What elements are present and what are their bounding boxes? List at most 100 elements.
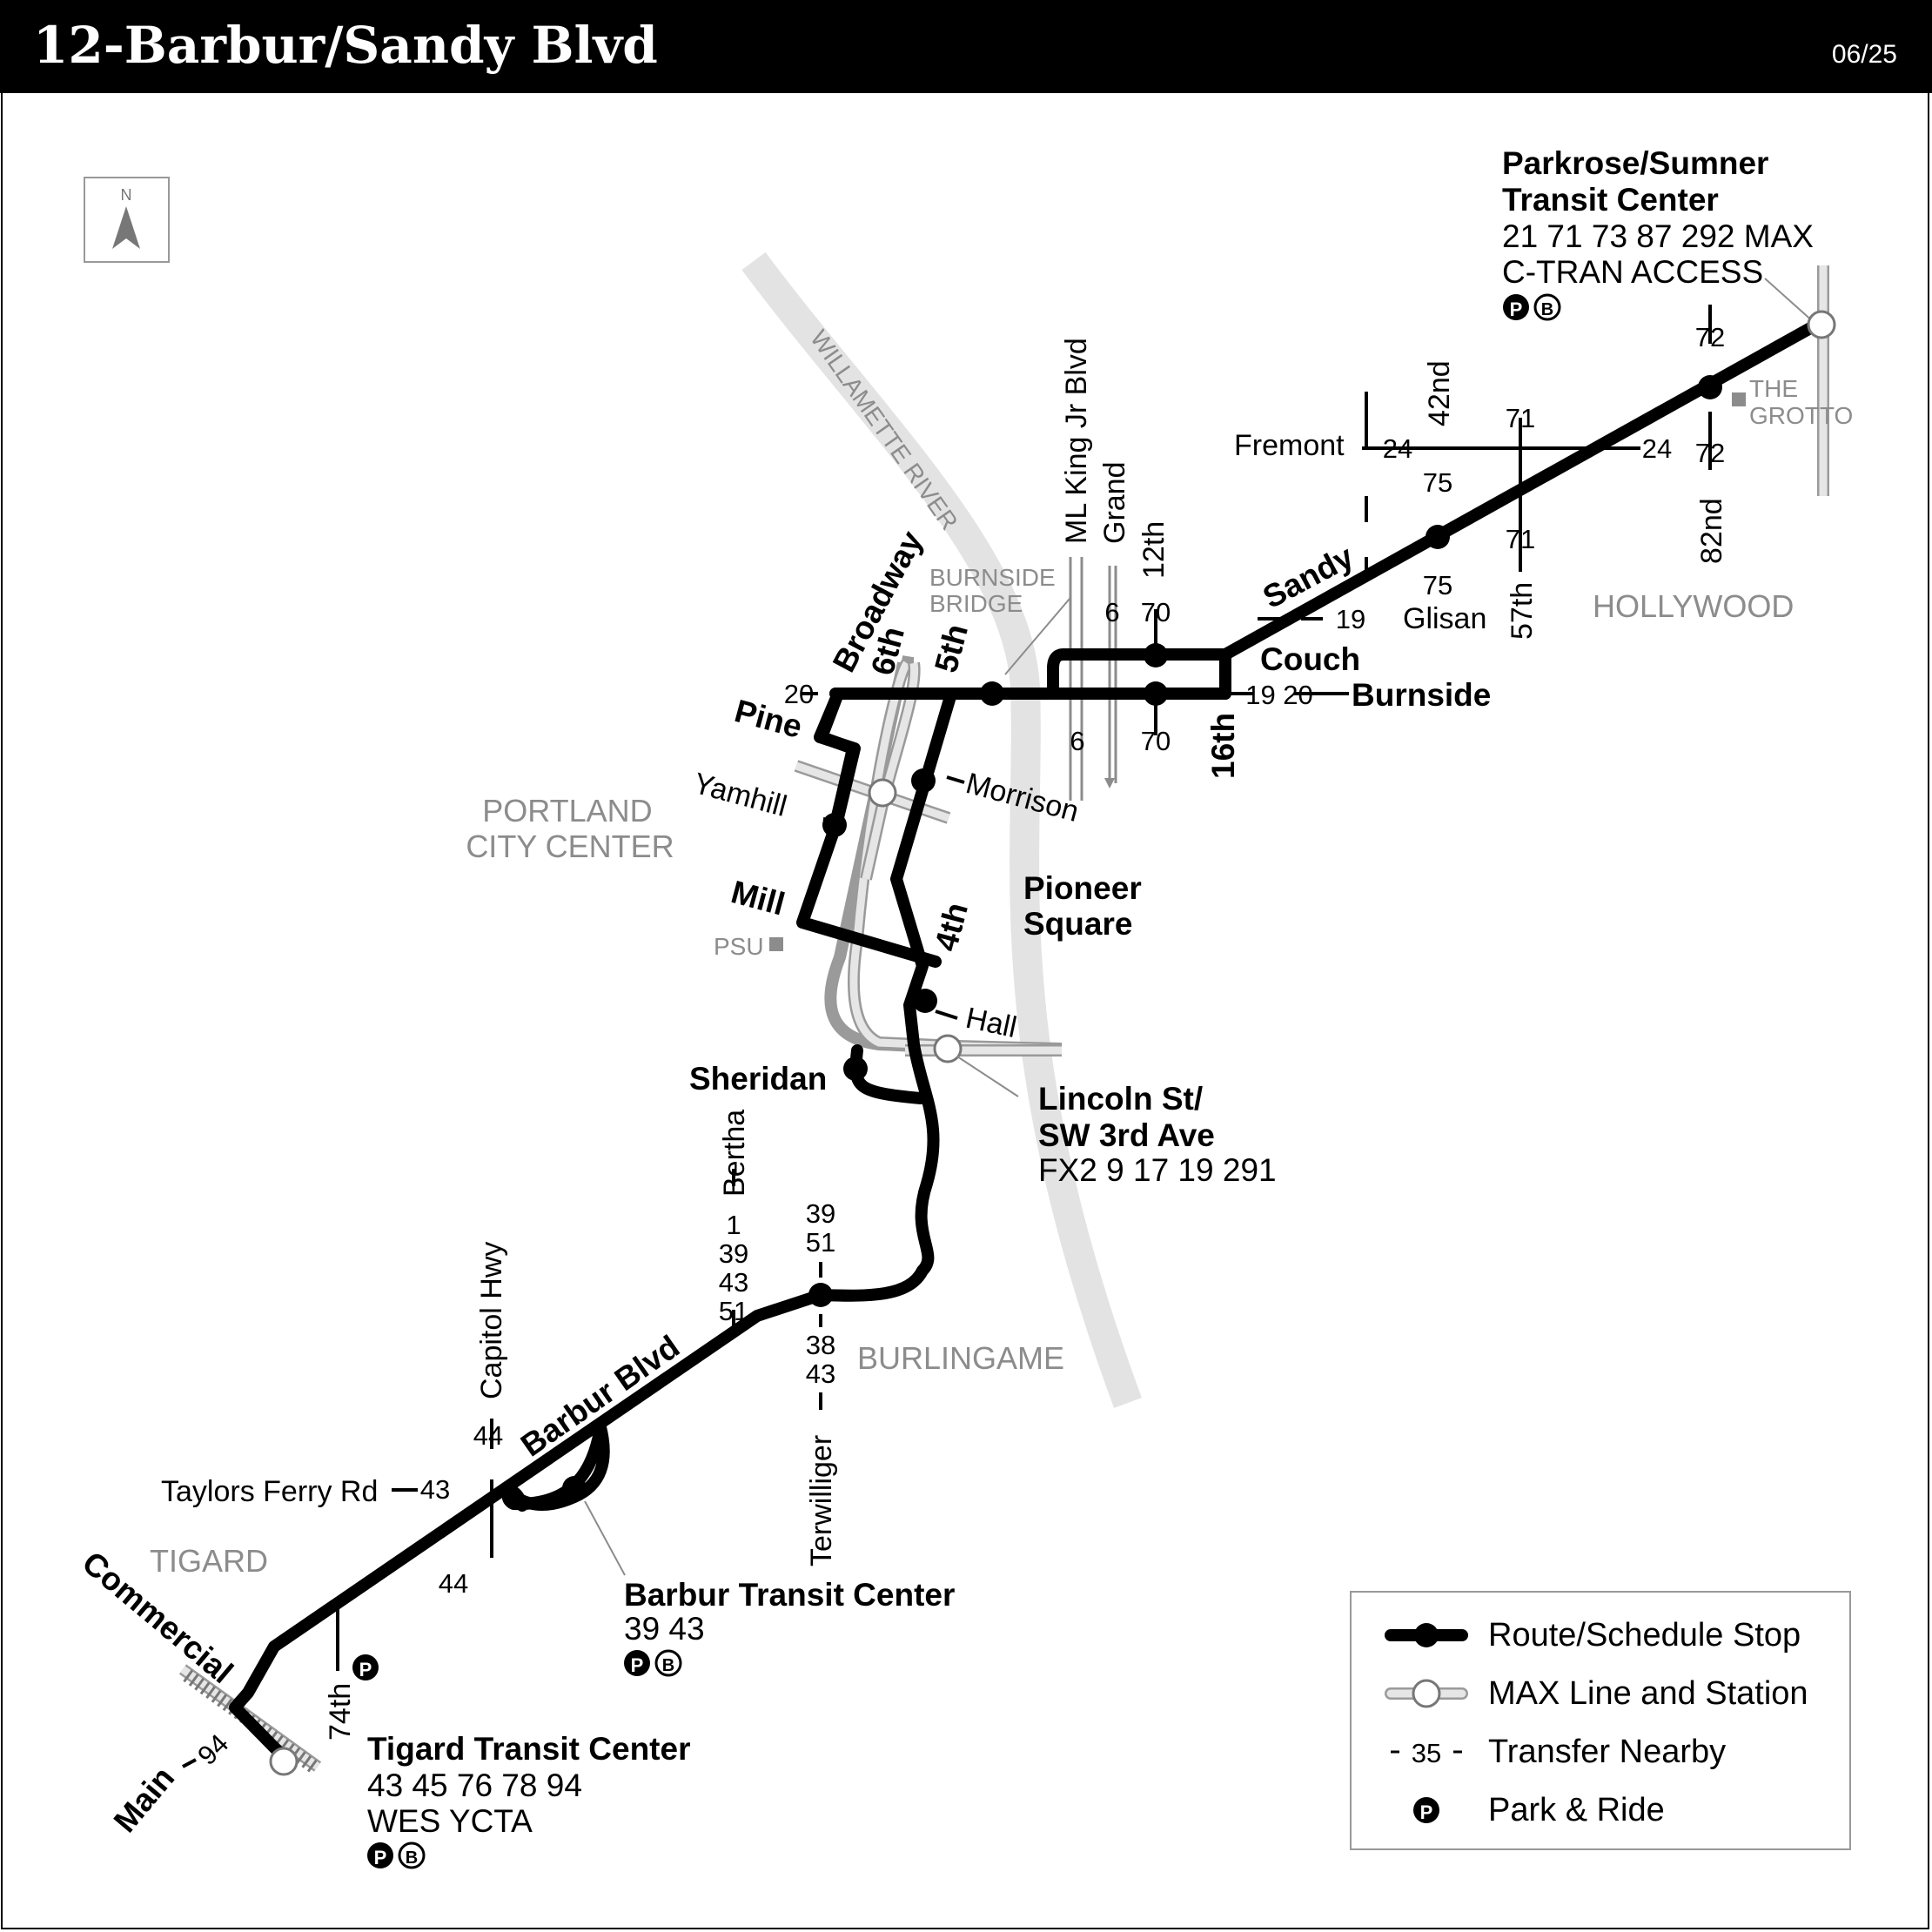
station-parkrose-label: Parkrose/Sumner Transit Center 21 71 73 … — [1502, 145, 1814, 321]
xfer-72b: 72 — [1695, 438, 1725, 468]
xfer-75b: 75 — [1423, 570, 1452, 600]
station-barbur-tc-label: Barbur Transit Center 39 43 P B — [584, 1500, 955, 1677]
lincoln-name-1: Lincoln St/ — [1038, 1081, 1203, 1117]
stop-sheridan[interactable] — [843, 1057, 868, 1081]
stop-42nd[interactable] — [1426, 525, 1450, 549]
bridge-label-1: BURNSIDE — [929, 564, 1056, 591]
street-glisan: Glisan — [1403, 602, 1486, 635]
barbur-tc-routes: 39 43 — [624, 1611, 705, 1647]
xfer-bertha-51: 51 — [719, 1296, 748, 1326]
grotto-marker — [1732, 392, 1746, 406]
xfer-terw-43: 43 — [806, 1358, 835, 1389]
area-psu: PSU — [714, 933, 764, 960]
xfer-bertha-43: 43 — [719, 1267, 748, 1298]
xfer-24b: 24 — [1642, 433, 1672, 464]
route-title: 12-Barbur/Sandy Blvd — [33, 16, 658, 75]
psu-marker — [769, 937, 783, 951]
street-yamhill: Yamhill — [690, 767, 790, 823]
street-4th: 4th — [928, 899, 975, 955]
area-grotto-1: THE — [1749, 375, 1798, 402]
bike-parking-icon — [398, 1841, 426, 1869]
xfer-19: 19 — [1336, 604, 1365, 634]
stop-12th-couch[interactable] — [1144, 643, 1168, 667]
street-guides — [1004, 278, 1815, 801]
street-capitol: Capitol Hwy — [475, 1242, 508, 1399]
xfer-terw-39: 39 — [806, 1198, 835, 1229]
xfer-6b: 6 — [1070, 726, 1084, 756]
station-pioneer-label: Pioneer Square — [1023, 870, 1142, 942]
river-label: WILLAMETTE RIVER — [805, 325, 963, 535]
legend-route-stop: Route/Schedule Stop — [1488, 1617, 1801, 1654]
street-bertha: Bertha — [718, 1110, 751, 1197]
tigard-tc-routes-2: WES YCTA — [367, 1803, 533, 1839]
xfer-6a: 6 — [1104, 597, 1119, 627]
stop-terwilliger[interactable] — [808, 1283, 833, 1307]
xfer-70a: 70 — [1141, 597, 1171, 627]
park-ride-icon — [1503, 294, 1529, 320]
xfer-20: 20 — [784, 679, 814, 709]
map-date: 06/25 — [1831, 40, 1897, 69]
station-tigard-tc-label: Tigard Transit Center 43 45 76 78 94 WES… — [367, 1731, 690, 1869]
xfer-75a: 75 — [1423, 467, 1452, 498]
header-bar: 12-Barbur/Sandy Blvd 06/25 — [0, 0, 1932, 93]
station-pioneer[interactable] — [868, 778, 897, 808]
street-42nd: 42nd — [1423, 360, 1456, 426]
stop-yamhill[interactable] — [822, 813, 847, 837]
legend-transfer-sample: 35 — [1412, 1738, 1441, 1768]
xfer-43: 43 — [420, 1474, 450, 1505]
area-hollywood: HOLLYWOOD — [1593, 588, 1794, 624]
area-tigard: TIGARD — [150, 1543, 268, 1579]
tigard-p: P — [374, 1847, 387, 1868]
xfer-72a: 72 — [1695, 322, 1725, 352]
barbur-b: B — [662, 1656, 674, 1675]
tigard-b: B — [406, 1848, 418, 1868]
xfer-terw-51: 51 — [806, 1227, 835, 1258]
stop-morrison[interactable] — [911, 768, 936, 793]
stop-5th-burnside[interactable] — [980, 681, 1004, 706]
park-ride-icon — [624, 1650, 650, 1676]
parkrose-name-2: Transit Center — [1502, 182, 1719, 218]
stop-hall[interactable] — [913, 989, 937, 1013]
willamette-river — [741, 252, 1142, 1408]
stop-82nd[interactable] — [1698, 375, 1722, 399]
xfer-44b: 44 — [439, 1568, 468, 1599]
parkrose-routes-2: C-TRAN ACCESS — [1502, 254, 1763, 290]
lincoln-name-2: SW 3rd Ave — [1038, 1117, 1215, 1153]
station-lincoln[interactable] — [933, 1034, 963, 1063]
street-terwilliger: Terwilliger — [805, 1435, 838, 1566]
route-stops — [562, 375, 1722, 1500]
xfer-24a: 24 — [1383, 433, 1412, 464]
legend-park-ride: Park & Ride — [1488, 1792, 1665, 1828]
station-tigard[interactable] — [269, 1747, 299, 1776]
street-hall: Hall — [963, 1002, 1019, 1044]
street-grand: Grand — [1098, 462, 1131, 545]
bike-parking-icon — [654, 1649, 682, 1677]
xfer-bertha-39: 39 — [719, 1238, 748, 1269]
stop-barbur-tc[interactable] — [562, 1476, 587, 1500]
parkrose-b: B — [1541, 300, 1553, 319]
xfer-terw-38: 38 — [806, 1330, 835, 1360]
park-ride-icon — [352, 1654, 379, 1680]
street-16th: 16th — [1205, 713, 1241, 779]
parkrose-p: P — [1510, 299, 1523, 320]
map-border — [1, 93, 1929, 1929]
pioneer-name-2: Square — [1023, 906, 1132, 942]
street-fremont: Fremont — [1234, 429, 1345, 462]
tigard-tc-name: Tigard Transit Center — [367, 1731, 690, 1767]
station-parkrose[interactable] — [1807, 310, 1836, 339]
xfer-44a: 44 — [473, 1420, 503, 1451]
street-sheridan: Sheridan — [689, 1061, 827, 1097]
stop-12th-burnside[interactable] — [1144, 681, 1168, 706]
area-burlingame: BURLINGAME — [857, 1340, 1064, 1376]
xfer-71a: 71 — [1506, 403, 1535, 433]
legend-park-sample: P — [1420, 1801, 1433, 1823]
xfer-94: 94 — [191, 1728, 234, 1771]
max-stations — [269, 310, 1836, 1776]
street-taylors: Taylors Ferry Rd — [161, 1475, 378, 1508]
street-57th: 57th — [1506, 582, 1539, 640]
lincoln-routes: FX2 9 17 19 291 — [1038, 1152, 1277, 1188]
pioneer-name-1: Pioneer — [1023, 870, 1142, 906]
street-mill: Mill — [728, 874, 788, 922]
